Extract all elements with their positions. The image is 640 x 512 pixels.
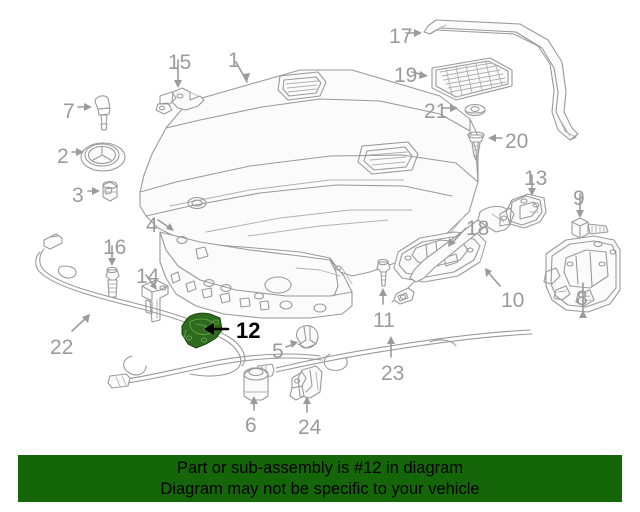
part-5-release-lever — [295, 325, 319, 349]
callout-label-6: 6 — [245, 414, 257, 437]
callout-label-16: 16 — [103, 236, 127, 259]
part-19-insulation-pad — [431, 57, 513, 101]
part-3-emblem-mount — [102, 180, 118, 202]
callout-label-12-highlighted: 12 — [236, 318, 261, 343]
callout-label-14: 14 — [136, 265, 160, 288]
callout-label-23: 23 — [381, 362, 405, 385]
part-4-hood-reinforcement — [159, 231, 353, 319]
leader-lines — [71, 29, 587, 413]
callout-label-18: 18 — [466, 217, 490, 240]
notice-banner: Part or sub-assembly is #12 in diagram D… — [18, 455, 622, 502]
part-2-star-emblem — [80, 142, 126, 172]
callout-label-2: 2 — [57, 145, 69, 168]
part-1-hood-panel — [139, 69, 479, 277]
callout-label-8: 8 — [576, 287, 588, 310]
part-6-bushing — [243, 367, 269, 401]
callout-label-21: 21 — [424, 100, 448, 123]
callout-label-24: 24 — [298, 416, 322, 439]
callout-label-9: 9 — [573, 187, 585, 210]
part-24-secondary-catch — [289, 365, 323, 401]
callout-label-1: 1 — [228, 49, 240, 72]
part-12-highlighted-latch — [181, 312, 223, 349]
part-16-bolt — [105, 266, 120, 298]
callout-label-17: 17 — [389, 25, 413, 48]
part-13-striker-bracket — [499, 193, 547, 229]
callout-label-19: 19 — [394, 64, 418, 87]
callout-label-20: 20 — [505, 130, 529, 153]
callout-label-15: 15 — [168, 51, 192, 74]
part-11-bolt — [376, 258, 391, 287]
part-22-release-cable — [35, 233, 323, 389]
callout-label-22: 22 — [50, 336, 74, 359]
callout-label-13: 13 — [524, 167, 548, 190]
callout-label-7: 7 — [63, 100, 75, 123]
part-20-screw — [467, 131, 485, 161]
callout-label-4: 4 — [146, 214, 158, 237]
part-17-hood-seal — [423, 19, 579, 141]
part-21-washer — [464, 103, 486, 117]
callout-label-11: 11 — [373, 309, 395, 332]
part-8-latch-assembly — [543, 235, 621, 313]
callout-label-10: 10 — [501, 289, 525, 312]
notice-line-2: Diagram may not be specific to your vehi… — [160, 480, 480, 498]
part-7-hood-stop — [94, 95, 111, 131]
part-15-hood-hinge-left — [155, 87, 205, 115]
part-9-hex-bolt — [571, 217, 609, 239]
notice-line-1: Part or sub-assembly is #12 in diagram — [176, 459, 464, 477]
callout-label-5: 5 — [272, 340, 284, 363]
callout-label-3: 3 — [72, 184, 84, 207]
